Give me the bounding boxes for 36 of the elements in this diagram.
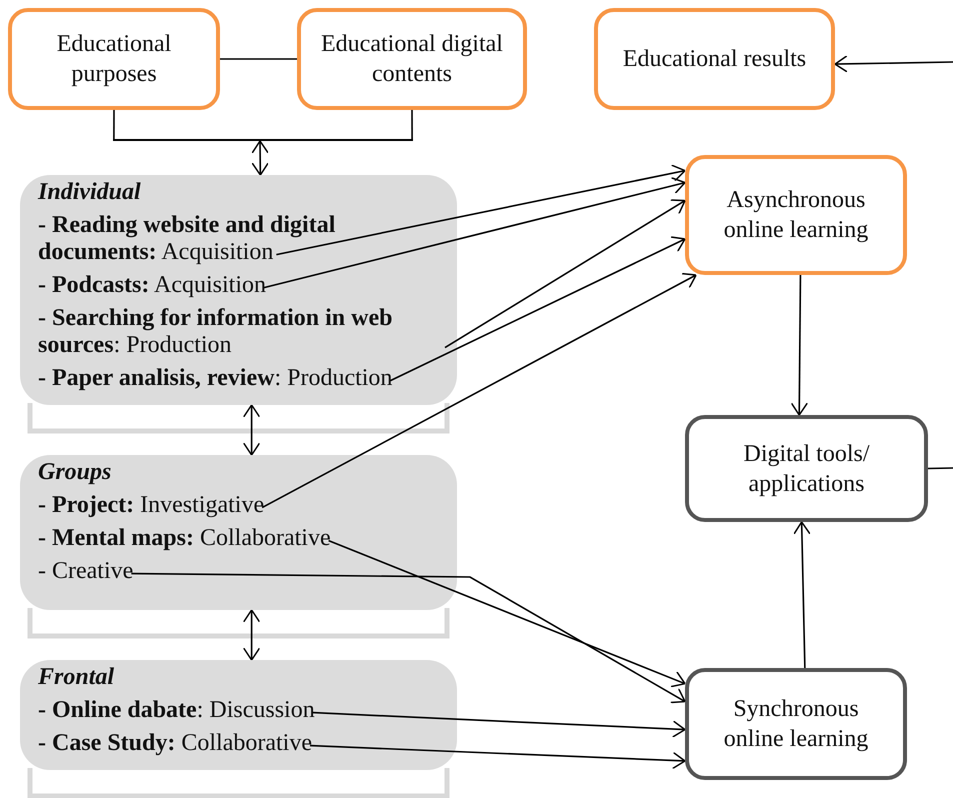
process-box: Synchronous online learning (685, 668, 907, 780)
arrow (251, 140, 269, 176)
arrow (793, 521, 811, 668)
list-item: - Paper analisis, review: Production (38, 365, 392, 392)
process-box: Educational purposes (8, 8, 220, 110)
group-panel (20, 455, 457, 610)
group-heading: Groups (38, 459, 112, 486)
list-item: - Podcasts: Acquisition (38, 272, 266, 299)
process-box: Educational results (594, 8, 835, 110)
arrow (276, 164, 686, 256)
arrow (390, 236, 686, 382)
arrow (834, 55, 953, 73)
list-item: - Mental maps: Collaborative (38, 525, 331, 552)
group-panel (20, 175, 457, 405)
group-heading: Frontal (38, 664, 114, 691)
list-item: - Project: Investigative (38, 492, 264, 519)
list-item: - Searching for information in web sources: Production (38, 305, 447, 359)
arrow (310, 744, 686, 770)
process-box: Digital tools/ applications (685, 415, 928, 522)
group-panel (20, 660, 457, 770)
process-box: Educational digital contents (297, 8, 527, 110)
arrow (242, 609, 260, 661)
arrow (328, 540, 686, 688)
list-item: - Reading website and digital documents: Acquisition (38, 212, 447, 266)
arrow (131, 572, 686, 704)
arrow (242, 404, 260, 456)
list-item: - Online dabate: Discussion (38, 697, 315, 724)
arrow (264, 177, 686, 288)
group-heading: Individual (38, 179, 141, 206)
list-item: - Creative (38, 558, 134, 585)
arrow (790, 275, 808, 416)
arrow (312, 712, 686, 738)
process-box: Asynchronous online learning (685, 155, 907, 275)
list-item: - Case Study: Collaborative (38, 730, 312, 757)
arrow (262, 272, 697, 508)
arrow (444, 199, 686, 348)
